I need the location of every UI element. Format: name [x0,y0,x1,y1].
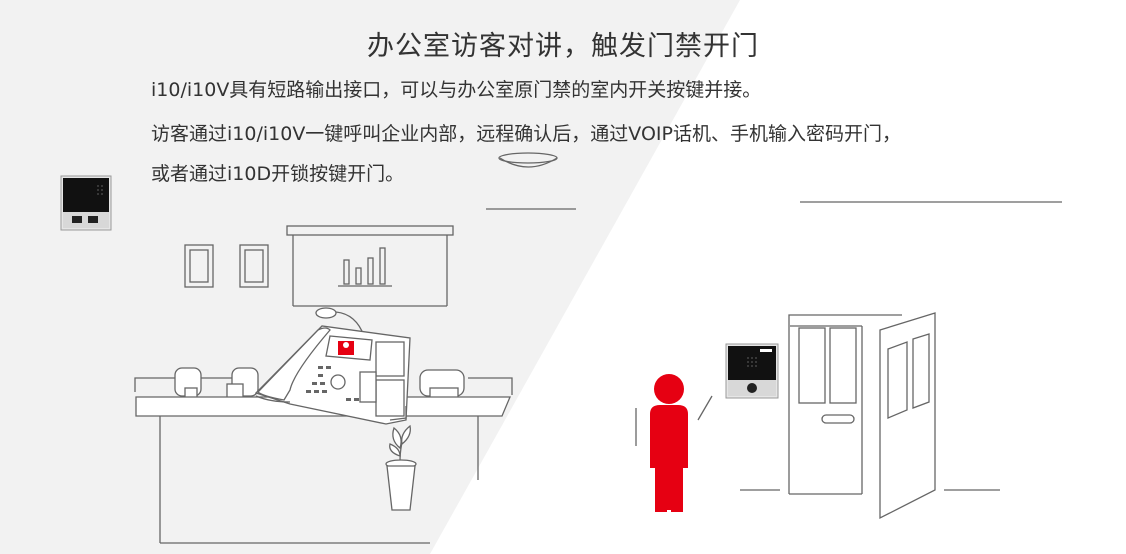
intercom-device-door-icon [725,343,779,399]
picture-frame-icon [184,244,269,288]
page-title: 办公室访客对讲，触发门禁开门 [367,31,759,61]
door-icon [740,312,1000,520]
ceiling-lamp-icon [498,152,558,168]
description-line-1: i10/i10V具有短路输出接口，可以与办公室原门禁的室内开关按键并接。 [151,79,762,101]
ip-phone-icon [254,325,411,425]
sound-wave-icon [635,395,713,446]
whiteboard-icon [286,225,454,307]
potted-plant-icon [385,424,417,511]
chair-icon [174,367,465,403]
intercom-device-small-icon [60,175,112,231]
description-line-3: 或者通过i10D开锁按键开门。 [151,163,405,185]
visitor-person-icon [650,374,688,512]
description-line-2: 访客通过i10/i10V一键呼叫企业内部，远程确认后，通过VOIP话机、手机输入… [151,123,901,145]
